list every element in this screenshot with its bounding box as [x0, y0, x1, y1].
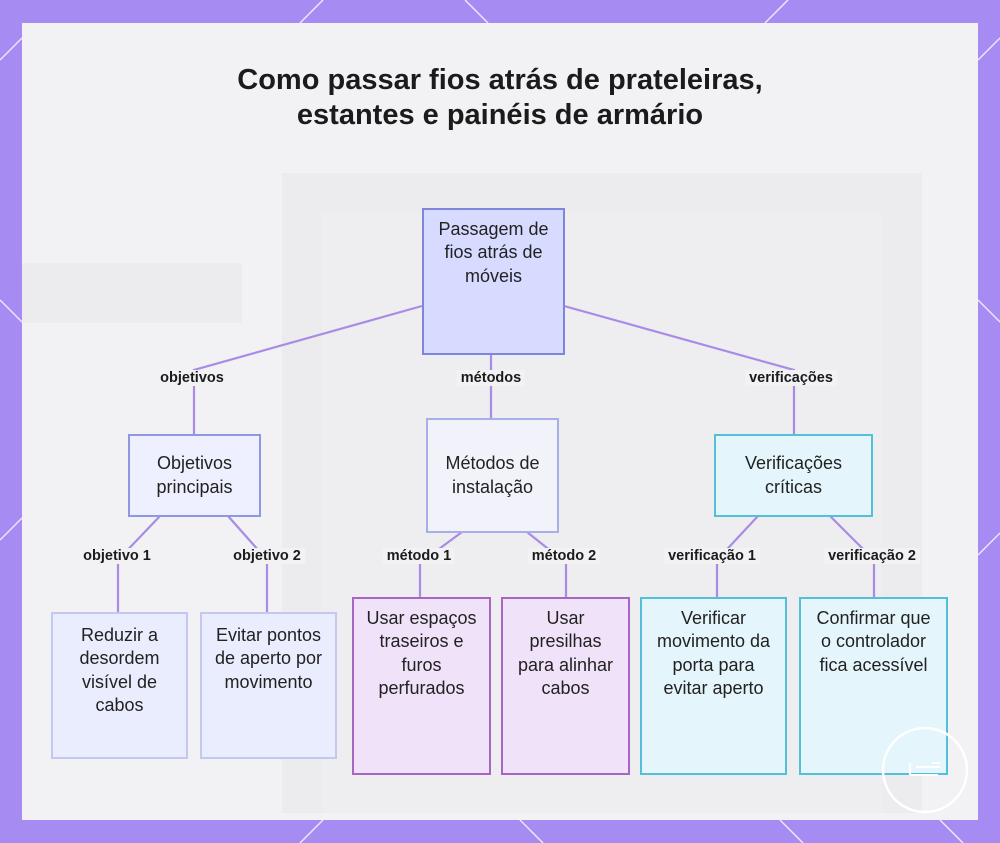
- connector-root-objetivos: [192, 304, 423, 435]
- edge-label-objetivo-2: objetivo 2: [229, 548, 305, 564]
- diagram-panel: Como passar fios atrás de prateleiras, e…: [22, 23, 978, 820]
- connector-metodos-2: [526, 531, 568, 597]
- root-label: Passagem de fios atrás de móveis: [438, 219, 549, 286]
- connector-objetivos-2: [227, 515, 269, 612]
- connector-objetivos-1: [116, 515, 161, 612]
- diagram-title: Como passar fios atrás de prateleiras, e…: [237, 64, 763, 131]
- edge-label-metodo-2: método 2: [527, 548, 601, 564]
- edge-label-objetivos: objetivos: [156, 370, 228, 386]
- circle-logo-icon: [881, 726, 969, 814]
- leaf-objetivo-2: Evitar pontos de aperto por movimento: [200, 612, 337, 759]
- edge-label-metodo-1: método 1: [382, 548, 456, 564]
- connector-metodos-1: [418, 531, 463, 597]
- edge-label-verificacao-2: verificação 2: [824, 548, 920, 564]
- root-node: Passagem de fios atrás de móveis: [422, 208, 565, 355]
- edge-label-verificacoes: verificações: [745, 370, 837, 386]
- edge-label-metodos: métodos: [456, 370, 526, 386]
- leaf-objetivo-1: Reduzir a desordem visível de cabos: [51, 612, 188, 759]
- leaf-verificacao-1: Verificar movimento da porta para evitar…: [640, 597, 787, 775]
- node-metodos-instalacao: Métodos de instalação: [426, 418, 559, 533]
- leaf-metodo-1: Usar espaços traseiros e furos perfurado…: [352, 597, 491, 775]
- edge-label-verificacao-1: verificação 1: [664, 548, 760, 564]
- node-objetivos-principais: Objetivos principais: [128, 434, 261, 517]
- edge-label-objetivo-1: objetivo 1: [79, 548, 155, 564]
- leaf-verificacao-2: Confirmar que o controlador fica acessív…: [799, 597, 948, 775]
- leaf-metodo-2: Usar presilhas para alinhar cabos: [501, 597, 630, 775]
- node-verificacoes-criticas: Verificações críticas: [714, 434, 873, 517]
